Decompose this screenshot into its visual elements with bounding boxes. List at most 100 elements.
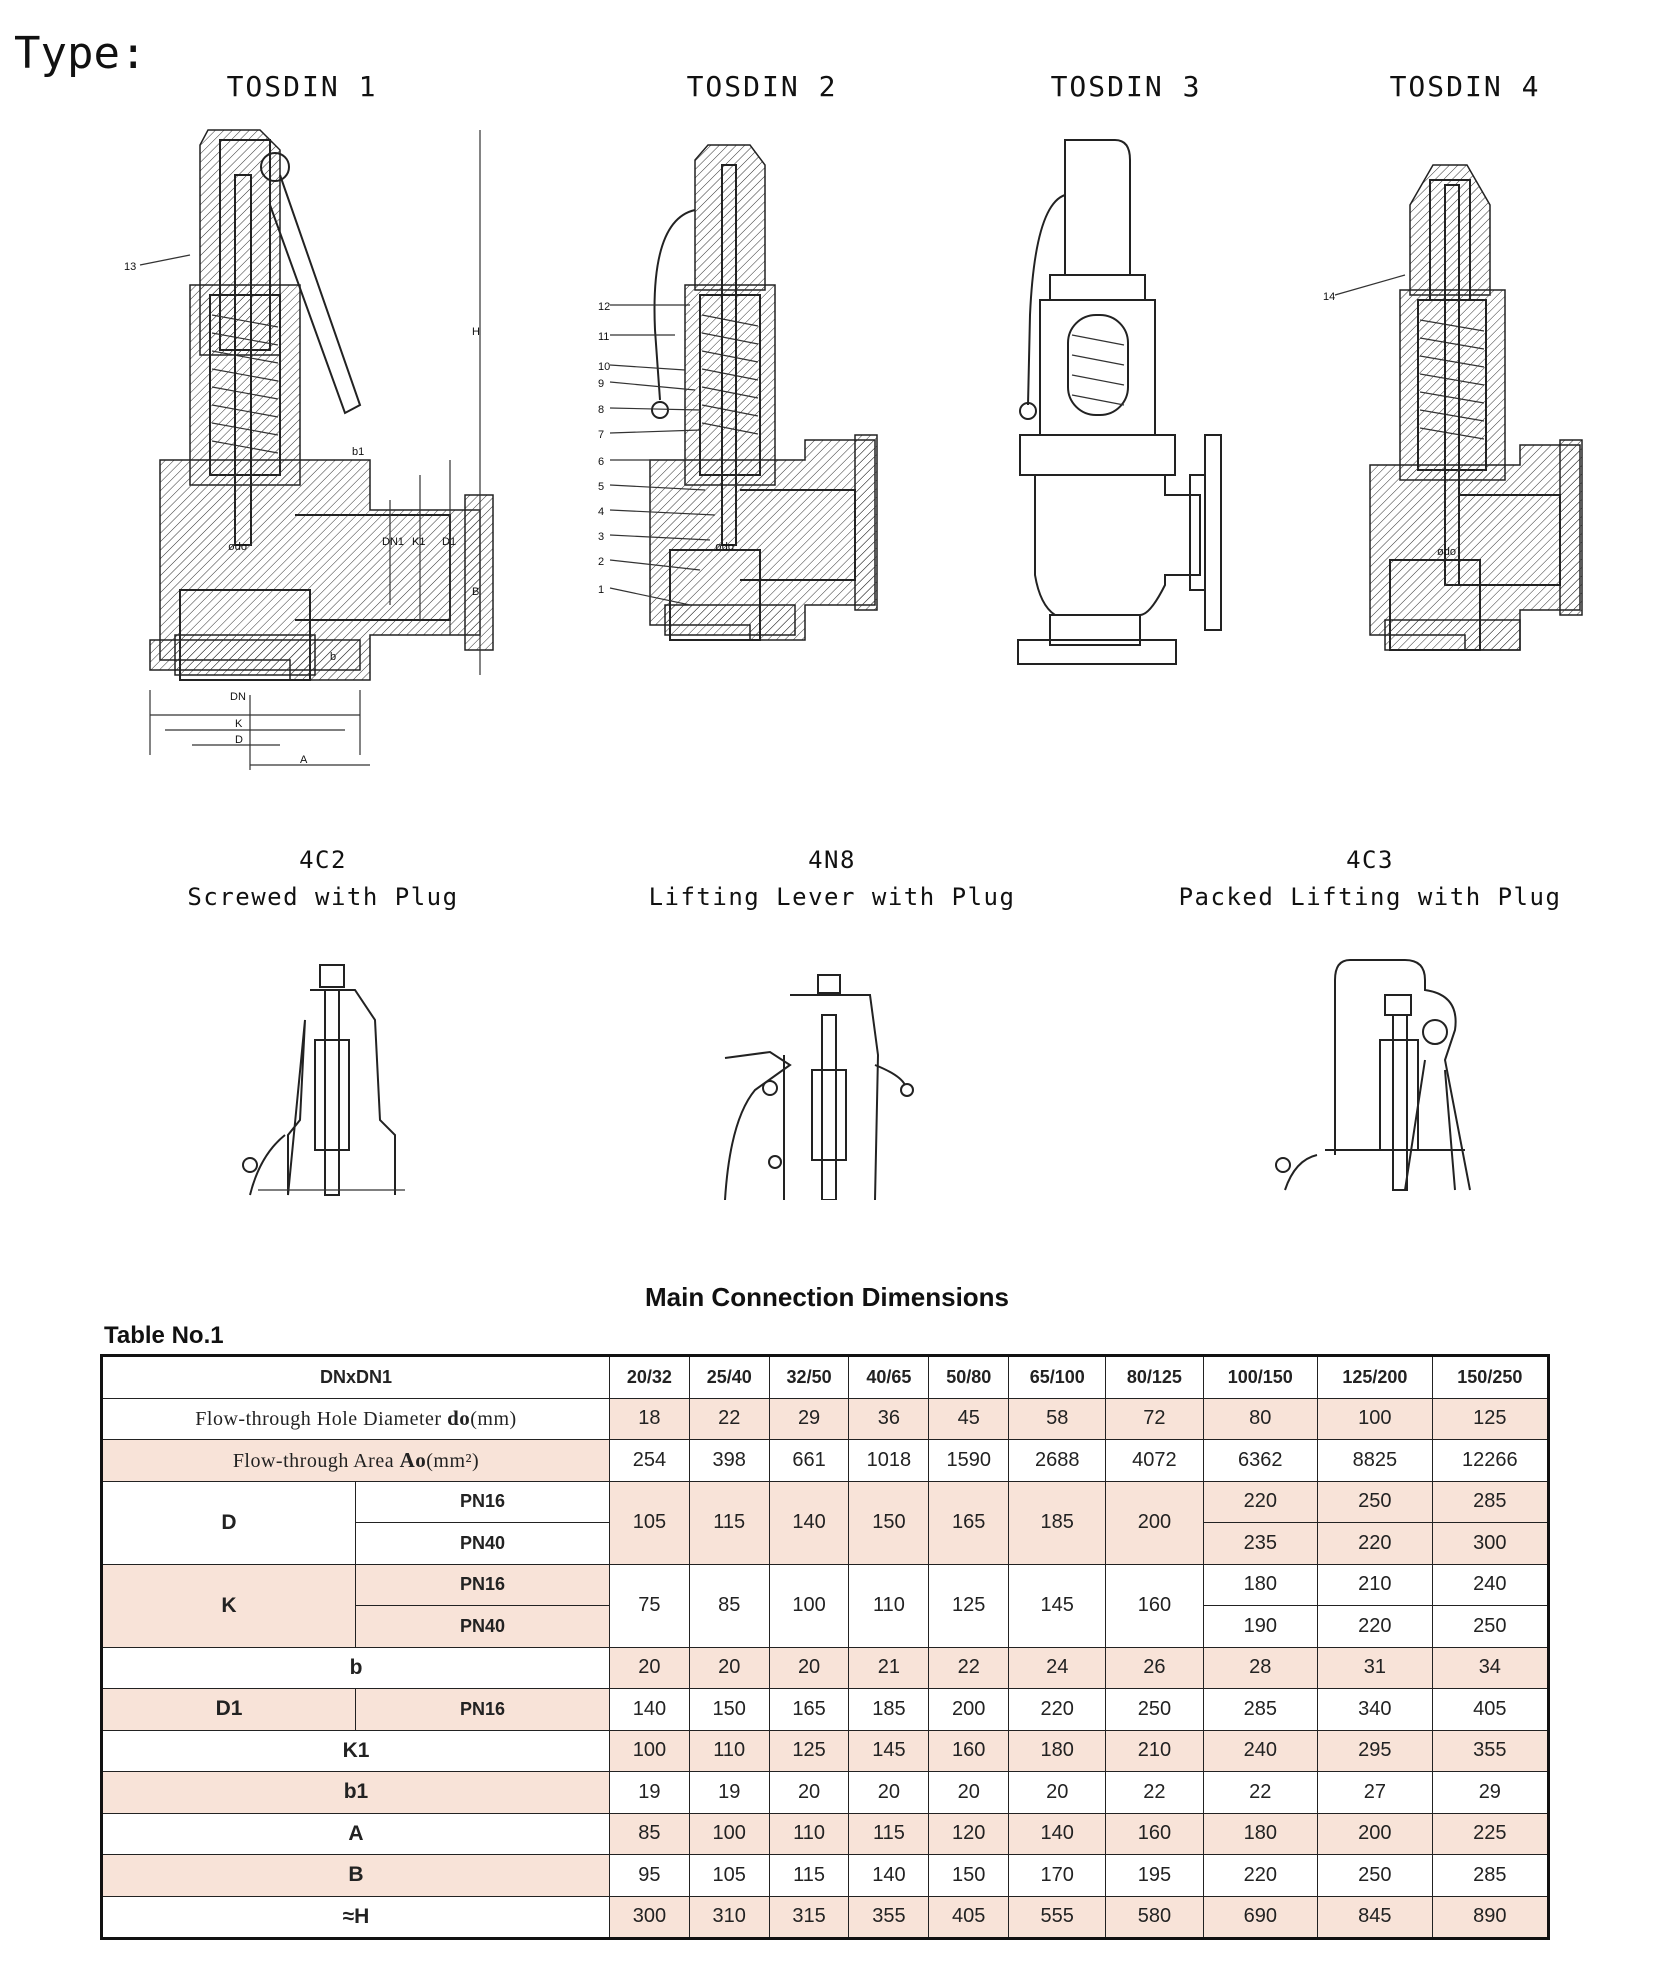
- t1-label-do: ødo: [228, 541, 247, 553]
- cell: 405: [928, 1895, 1010, 1939]
- cell: 140: [1008, 1812, 1107, 1855]
- table-row-bb: B 95 105 115 140 150 170 195 220 250 285: [101, 1854, 1550, 1897]
- cell: 661: [768, 1439, 850, 1482]
- sub-variant-4n8-code: 4N8: [808, 846, 856, 874]
- cell: 160: [928, 1729, 1010, 1772]
- table-row-b: b 20 20 20 21 22 24 26 28 31 34: [101, 1646, 1550, 1689]
- sub-variant-4c2-desc: Screwed with Plug: [187, 883, 459, 911]
- cell: 26: [1105, 1646, 1204, 1689]
- type-label: Type:: [14, 28, 147, 79]
- row-label-d1: D1: [101, 1688, 356, 1731]
- cell: 555: [1008, 1895, 1107, 1939]
- t2-part-9: 9: [598, 378, 604, 390]
- table-row-b1: b1 19 19 20 20 20 20 22 22 27 29: [101, 1771, 1550, 1814]
- cell: 220: [1202, 1480, 1319, 1523]
- t1-label-b-upper: B: [472, 586, 479, 598]
- cell: 100: [609, 1729, 690, 1772]
- cell: 145: [1008, 1563, 1107, 1648]
- table-row-d-pn40: PN40 235 220 300: [102, 1522, 1550, 1565]
- cell: 20: [768, 1646, 850, 1689]
- t2-part-12: 12: [598, 301, 610, 313]
- cell: 845: [1317, 1895, 1433, 1939]
- cell: 110: [688, 1729, 770, 1772]
- cell: 120: [928, 1812, 1010, 1855]
- t4-label-14: 14: [1323, 291, 1335, 303]
- cell: 27: [1317, 1771, 1433, 1814]
- cell: 140: [848, 1854, 930, 1897]
- dimensions-table: DNxDN1 20/32 25/40 32/50 40/65 50/80 65/…: [100, 1354, 1550, 1940]
- cell: 20: [688, 1646, 770, 1689]
- col-header: 25/40: [688, 1355, 770, 1399]
- cell: 34: [1431, 1646, 1550, 1689]
- cell: 310: [688, 1895, 770, 1939]
- cell: 250: [1317, 1854, 1433, 1897]
- cell: 250: [1105, 1688, 1204, 1731]
- cell: 4072: [1105, 1439, 1204, 1482]
- cell: 80: [1202, 1397, 1319, 1440]
- t2-part-7: 7: [598, 429, 604, 441]
- cell: 115: [768, 1854, 850, 1897]
- cell: 85: [688, 1563, 770, 1648]
- cell: 105: [688, 1854, 770, 1897]
- cell: 145: [848, 1729, 930, 1772]
- cell: 890: [1431, 1895, 1550, 1939]
- cell: 250: [1431, 1605, 1550, 1648]
- sub-variant-4n8: 4N8 Lifting Lever with Plug: [602, 842, 1062, 916]
- cell: 220: [1202, 1854, 1319, 1897]
- table-row-do: Flow-through Hole Diameter do(mm) 18 22 …: [101, 1397, 1550, 1440]
- cell: 160: [1105, 1812, 1204, 1855]
- col-header: 80/125: [1105, 1355, 1204, 1399]
- cell: 200: [1317, 1812, 1433, 1855]
- cell: 95: [609, 1854, 690, 1897]
- cell: 110: [848, 1563, 930, 1648]
- cell: 19: [609, 1771, 690, 1814]
- sub-variant-4c2: 4C2 Screwed with Plug: [93, 842, 553, 916]
- t2-part-11: 11: [598, 331, 609, 343]
- cell: 29: [768, 1397, 850, 1440]
- table-row-h: ≈H 300 310 315 355 405 555 580 690 845 8…: [101, 1895, 1550, 1939]
- cell: 20: [928, 1771, 1010, 1814]
- tosdin-4-drawing: 14 ødo: [1323, 164, 1583, 651]
- cell: 295: [1317, 1729, 1433, 1772]
- cell: 22: [688, 1397, 770, 1440]
- cell: 1018: [848, 1439, 930, 1482]
- row-sublabel-pn16: PN16: [355, 1688, 610, 1731]
- cell: 115: [688, 1480, 770, 1565]
- row-sublabel-pn40: PN40: [355, 1605, 610, 1648]
- row-sublabel-pn16: PN16: [355, 1563, 610, 1606]
- cell: 100: [688, 1812, 770, 1855]
- row-label-do: Flow-through Hole Diameter do(mm): [101, 1397, 610, 1440]
- cell: 100: [1317, 1397, 1433, 1440]
- cell: 22: [1202, 1771, 1319, 1814]
- cell: 45: [928, 1397, 1010, 1440]
- sub-variant-4n8-desc: Lifting Lever with Plug: [648, 883, 1016, 911]
- cell: 240: [1202, 1729, 1319, 1772]
- cell: 355: [1431, 1729, 1550, 1772]
- sub-variant-4n8-drawing: [724, 974, 914, 1200]
- row-label-k1: K1: [101, 1729, 610, 1772]
- row-label-b1: b1: [101, 1771, 610, 1814]
- row-sublabel-pn40: PN40: [355, 1522, 610, 1565]
- cell: 195: [1105, 1854, 1204, 1897]
- t1-label-h: H: [472, 326, 480, 338]
- cell: 200: [928, 1688, 1010, 1731]
- sub-variant-4c3-drawing: [1275, 959, 1471, 1191]
- cell: 340: [1317, 1688, 1433, 1731]
- t4-label-do: ødo: [1437, 546, 1456, 558]
- row-label-k: K: [101, 1563, 356, 1648]
- table-title: Main Connection Dimensions: [644, 1282, 1010, 1312]
- cell: 170: [1008, 1854, 1107, 1897]
- cell: 20: [768, 1771, 850, 1814]
- table-number: Table No.1: [104, 1322, 224, 1349]
- sub-variant-4c2-code: 4C2: [299, 846, 347, 874]
- cell: 19: [688, 1771, 770, 1814]
- row-label-d: D: [101, 1480, 356, 1565]
- cell: 220: [1008, 1688, 1107, 1731]
- col-header: 20/32: [609, 1355, 690, 1399]
- cell: 225: [1431, 1812, 1550, 1855]
- cell: 180: [1202, 1563, 1319, 1606]
- cell: 150: [928, 1854, 1010, 1897]
- t1-label-b: b: [330, 651, 336, 663]
- t2-part-2: 2: [598, 556, 604, 568]
- t2-part-6: 6: [598, 456, 604, 468]
